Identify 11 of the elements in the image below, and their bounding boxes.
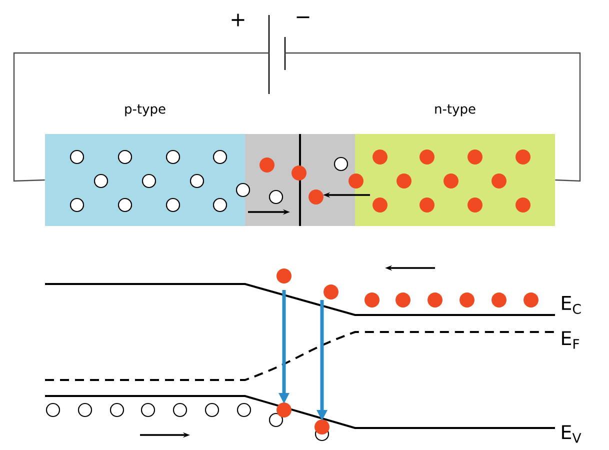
wire xyxy=(285,52,581,182)
node-label: p-type xyxy=(125,104,166,116)
p-region: p-type xyxy=(45,104,245,226)
polarity-sign: + xyxy=(232,14,244,26)
node-label: n-type xyxy=(435,104,476,116)
wire xyxy=(13,52,269,182)
polarity-sign: − xyxy=(296,16,310,18)
band-label: E$_{V}$ xyxy=(562,425,582,443)
battery-symbol xyxy=(268,15,286,94)
band-label: E$_{C}$ xyxy=(562,296,581,314)
band-label: E$_{F}$ xyxy=(562,331,580,349)
